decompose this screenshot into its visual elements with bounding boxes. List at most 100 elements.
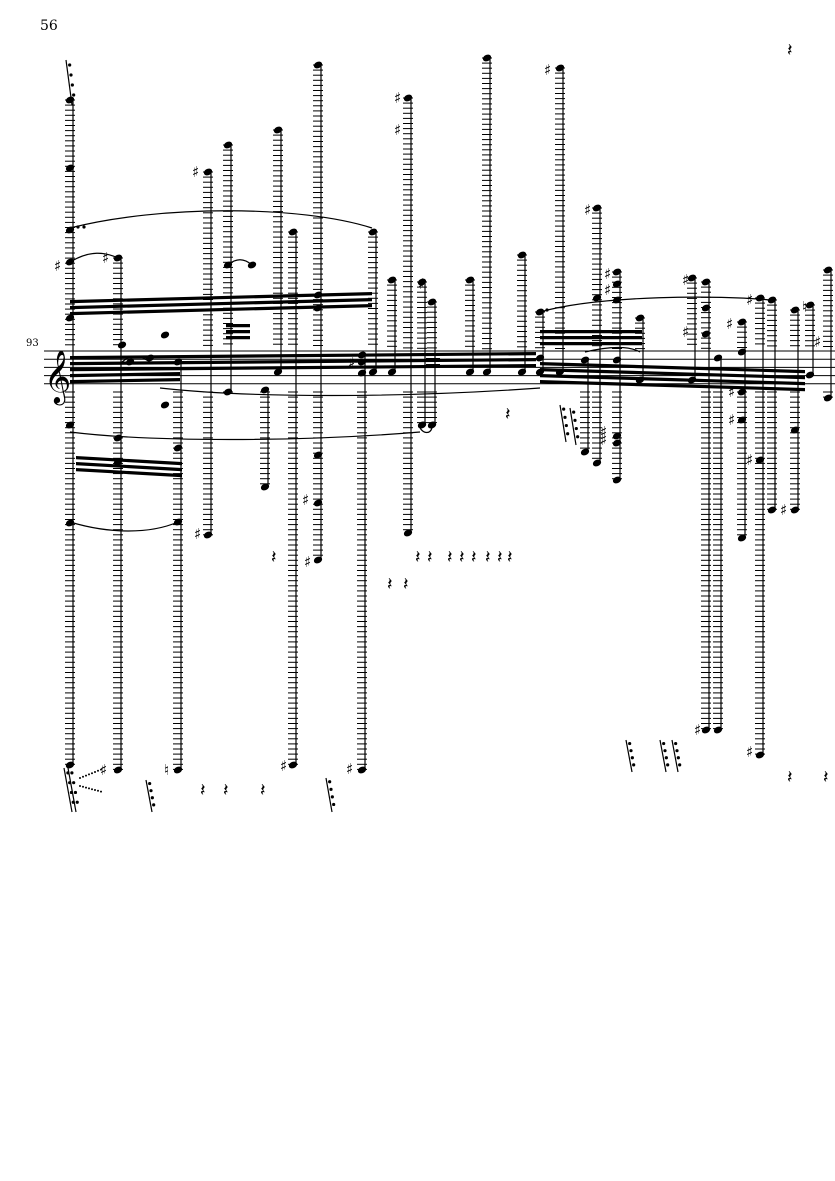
notehead xyxy=(65,164,75,172)
sharp-icon: ♯ xyxy=(302,491,309,509)
sharp-icon: ♯ xyxy=(348,354,355,372)
grace-notehead xyxy=(678,763,682,767)
beam xyxy=(426,358,440,362)
notehead xyxy=(313,499,323,507)
notehead xyxy=(701,726,711,734)
dot xyxy=(88,787,90,790)
sharp-icon: ♯ xyxy=(418,275,425,293)
grace-notehead xyxy=(329,787,333,791)
notehead xyxy=(173,444,183,452)
quarter-rest-icon: 𝄽 xyxy=(471,547,477,568)
note-column xyxy=(173,358,183,774)
quarter-rest-icon: 𝄽 xyxy=(260,780,266,801)
beam xyxy=(70,352,536,360)
grace-notehead xyxy=(75,800,79,804)
notehead xyxy=(403,94,413,102)
grace-notehead xyxy=(564,423,568,428)
notehead xyxy=(113,434,123,442)
beam xyxy=(226,336,250,340)
notehead xyxy=(313,451,323,459)
notehead xyxy=(612,476,622,484)
quarter-rest-icon: 𝄽 xyxy=(505,404,511,425)
notehead xyxy=(65,96,75,104)
augmentation-dot xyxy=(76,225,80,229)
grace-stroke xyxy=(559,404,567,443)
grace-note-strokes xyxy=(63,59,682,813)
slur xyxy=(539,296,771,313)
notehead xyxy=(790,426,800,434)
grace-notehead xyxy=(149,789,153,793)
notehead xyxy=(65,519,75,527)
grace-notehead xyxy=(72,93,76,97)
natural-icon: ♮ xyxy=(802,298,807,316)
notehead xyxy=(160,401,170,409)
grace-notehead xyxy=(674,741,678,746)
beam xyxy=(76,468,182,478)
notehead xyxy=(65,226,75,234)
beam xyxy=(540,330,642,334)
sharp-icon: ♯ xyxy=(814,333,821,351)
sharp-icon: ♯ xyxy=(102,249,109,267)
notehead xyxy=(755,294,765,302)
sharp-icon: ♯ xyxy=(726,315,733,333)
grace-notehead xyxy=(675,749,679,753)
grace-notehead xyxy=(630,756,634,760)
notehead xyxy=(612,432,622,440)
note-column xyxy=(713,354,723,734)
notehead xyxy=(635,314,645,322)
notehead xyxy=(273,126,283,134)
notehead xyxy=(173,766,183,774)
sharp-icon: ♯ xyxy=(682,271,689,289)
grace-notehead xyxy=(148,781,152,786)
dot xyxy=(97,769,99,772)
quarter-rest-icon: 𝄽 xyxy=(787,40,793,61)
dot xyxy=(82,785,84,788)
notehead xyxy=(117,341,127,349)
quarter-rest-icon: 𝄽 xyxy=(427,547,433,568)
grace-stroke xyxy=(659,739,667,773)
sharp-icon: ♯ xyxy=(54,257,61,275)
note-column xyxy=(260,386,270,491)
notehead xyxy=(555,64,565,72)
beam xyxy=(540,374,805,386)
note-column xyxy=(427,298,437,429)
notehead xyxy=(737,348,747,356)
note-column xyxy=(113,254,123,774)
notehead xyxy=(737,318,747,326)
notehead xyxy=(737,534,747,542)
dot xyxy=(91,788,93,791)
sharp-icon: ♯ xyxy=(600,431,607,449)
note-column xyxy=(313,61,323,564)
dot xyxy=(82,775,84,778)
note-column xyxy=(755,294,765,759)
notehead xyxy=(701,330,711,338)
notehead xyxy=(580,356,590,364)
quarter-rest-icon: 𝄽 xyxy=(223,780,229,801)
notehead xyxy=(612,439,622,447)
grace-notehead xyxy=(332,802,336,807)
notehead xyxy=(713,354,723,362)
note-column xyxy=(580,356,590,456)
quarter-rest-icon: 𝄽 xyxy=(507,547,513,568)
measure-number: 93 xyxy=(26,338,39,349)
beam xyxy=(76,456,182,466)
notehead xyxy=(755,456,765,464)
grace-notehead xyxy=(330,795,334,799)
dot xyxy=(79,785,81,787)
beam xyxy=(540,336,642,340)
notehead xyxy=(701,278,711,286)
slur xyxy=(227,259,253,266)
sharp-icon: ♯ xyxy=(746,743,753,761)
grace-notehead xyxy=(70,83,74,87)
note-column xyxy=(65,96,75,769)
note-column xyxy=(482,54,492,376)
notehead xyxy=(687,274,697,282)
slur xyxy=(159,387,541,397)
sharp-icon: ♯ xyxy=(280,757,287,775)
notehead xyxy=(612,280,622,288)
notehead xyxy=(357,369,367,377)
dot xyxy=(94,771,96,773)
treble-clef-icon: 𝄞 xyxy=(44,349,71,405)
sharp-icon: ♯ xyxy=(682,323,689,341)
grace-notehead xyxy=(632,763,636,767)
